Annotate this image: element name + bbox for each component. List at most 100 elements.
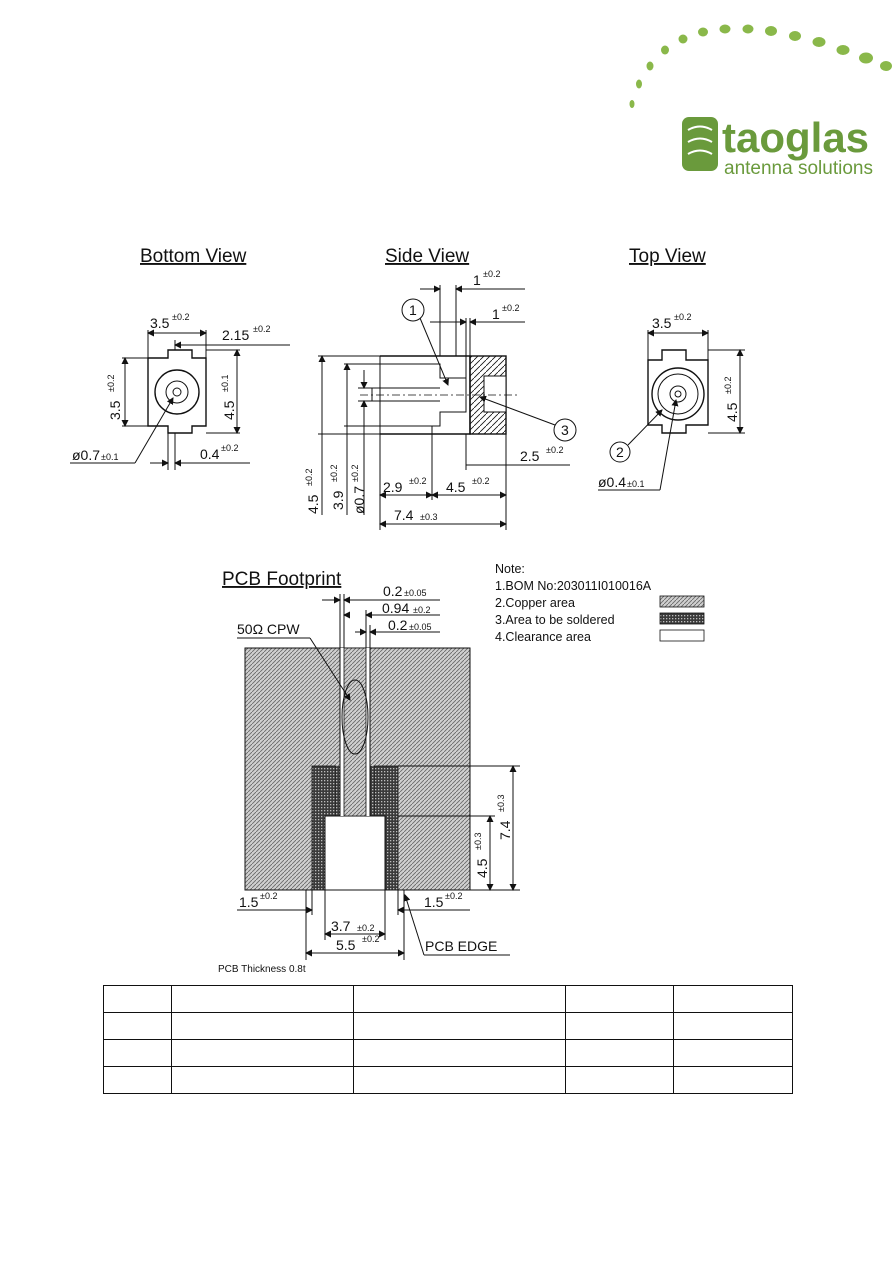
bottom-w35: 3.5 xyxy=(150,315,170,331)
pcb-d02a-tol: ±0.05 xyxy=(404,588,426,598)
table-cell xyxy=(353,985,566,1013)
pcb-d02a: 0.2 xyxy=(383,583,403,599)
bottom-h35: 3.5 xyxy=(107,400,123,420)
pcb-h45: 4.5 xyxy=(474,858,490,878)
table-cell xyxy=(565,1039,674,1067)
table-row xyxy=(103,1012,793,1040)
note-item: 3.Area to be soldered xyxy=(495,613,615,627)
table-cell xyxy=(171,1039,354,1067)
side-h45-tol: ±0.2 xyxy=(304,469,314,486)
table-cell xyxy=(565,1012,674,1040)
top-dia04-tol: ±0.1 xyxy=(627,479,644,489)
side-d1a-tol: ±0.2 xyxy=(483,269,500,279)
pcb-l15-tol: ±0.2 xyxy=(260,891,277,901)
bottom-d215-tol: ±0.2 xyxy=(253,324,270,334)
side-view: Side View 1 3 1 ±0.2 1 ±0.2 2.5 ±0.2 xyxy=(304,246,577,530)
top-w35-tol: ±0.2 xyxy=(674,312,691,322)
top-h45: 4.5 xyxy=(724,402,740,422)
table-cell xyxy=(103,985,172,1013)
pcb-d37: 3.7 xyxy=(331,918,351,934)
table-row xyxy=(103,985,793,1013)
note-item: 1.BOM No:203011I010016A xyxy=(495,579,652,593)
side-callout-3: 3 xyxy=(561,422,569,438)
side-d1a: 1 xyxy=(473,272,481,288)
side-d45: 4.5 xyxy=(446,479,466,495)
pcb-h45-tol: ±0.3 xyxy=(473,833,483,850)
table-cell xyxy=(673,985,793,1013)
table-cell xyxy=(565,1066,674,1094)
table-cell xyxy=(565,985,674,1013)
table-cell xyxy=(103,1066,172,1094)
side-d29: 2.9 xyxy=(383,479,403,495)
bottom-d04-tol: ±0.2 xyxy=(221,443,238,453)
logo-word: taoglas xyxy=(722,114,869,161)
side-callout-1: 1 xyxy=(409,302,417,318)
pcb-r15: 1.5 xyxy=(424,894,444,910)
bottom-view-body xyxy=(147,349,207,434)
table-cell xyxy=(171,985,354,1013)
logo-mark xyxy=(682,117,718,171)
table-cell xyxy=(673,1012,793,1040)
pcb-d02b: 0.2 xyxy=(388,617,408,633)
table-cell xyxy=(103,1039,172,1067)
bottom-dia07-tol: ±0.1 xyxy=(101,452,118,462)
table-cell xyxy=(103,1012,172,1040)
revision-table xyxy=(103,985,793,1094)
pcb-d55: 5.5 xyxy=(336,937,356,953)
pcb-cpw-label: 50Ω CPW xyxy=(237,621,300,637)
note-item: 2.Copper area xyxy=(495,596,575,610)
side-d1b-tol: ±0.2 xyxy=(502,303,519,313)
table-cell xyxy=(171,1012,354,1040)
top-callout-2: 2 xyxy=(616,444,624,460)
note-item: 4.Clearance area xyxy=(495,630,591,644)
table-cell xyxy=(353,1066,566,1094)
pcb-d55-tol: ±0.2 xyxy=(362,934,379,944)
bottom-h45: 4.5 xyxy=(221,400,237,420)
side-d1b: 1 xyxy=(492,306,500,322)
table-cell xyxy=(353,1012,566,1040)
table-cell xyxy=(673,1066,793,1094)
pcb-thickness: PCB Thickness 0.8t xyxy=(218,964,306,975)
side-dia07-tol: ±0.2 xyxy=(350,465,360,482)
bottom-dia07: ø0.7 xyxy=(72,447,100,463)
bottom-view: Bottom View 3.5 ±0.2 2.15 ±0.2 3.5 ±0.2 … xyxy=(70,246,290,470)
bottom-view-title: Bottom View xyxy=(140,246,247,267)
logo-tagline: antenna solutions xyxy=(724,158,873,179)
top-view-body xyxy=(647,349,709,434)
side-d29-tol: ±0.2 xyxy=(409,476,426,486)
logo-dot-arc xyxy=(629,24,892,108)
bottom-d04: 0.4 xyxy=(200,446,220,462)
side-d74: 7.4 xyxy=(394,507,414,523)
top-h45-tol: ±0.2 xyxy=(723,377,733,394)
pcb-d094-tol: ±0.2 xyxy=(413,605,430,615)
side-h45: 4.5 xyxy=(305,494,321,514)
pcb-footprint-title: PCB Footprint xyxy=(222,569,342,590)
notes-block: Note: 1.BOM No:203011I010016A 2.Copper a… xyxy=(495,562,705,644)
pcb-d094: 0.94 xyxy=(382,600,409,616)
top-w35: 3.5 xyxy=(652,315,672,331)
table-row xyxy=(103,1039,793,1067)
notes-heading: Note: xyxy=(495,562,525,576)
side-view-title: Side View xyxy=(385,246,469,267)
table-cell xyxy=(673,1039,793,1067)
top-view: Top View 3.5 ±0.2 4.5 ±0.2 2 ø0.4 ±0.1 xyxy=(598,246,745,491)
taoglas-logo: taoglas antenna solutions xyxy=(629,24,892,179)
table-row xyxy=(103,1066,793,1094)
side-d45-tol: ±0.2 xyxy=(472,476,489,486)
bottom-h35-tol: ±0.2 xyxy=(106,375,116,392)
pcb-l15: 1.5 xyxy=(239,894,259,910)
side-d74-tol: ±0.3 xyxy=(420,512,437,522)
cpw-trace xyxy=(343,647,367,817)
side-d25-tol: ±0.2 xyxy=(546,445,563,455)
pcb-h74: 7.4 xyxy=(497,820,513,840)
bottom-h45-tol: ±0.1 xyxy=(220,375,230,392)
legend-clearance-swatch xyxy=(659,629,705,642)
side-dia07: ø0.7 xyxy=(351,486,367,514)
pcb-h74-tol: ±0.3 xyxy=(496,795,506,812)
top-view-title: Top View xyxy=(629,246,706,267)
table-cell xyxy=(171,1066,354,1094)
top-dia04: ø0.4 xyxy=(598,474,626,490)
pcb-edge-label: PCB EDGE xyxy=(425,938,497,954)
table-cell xyxy=(353,1039,566,1067)
